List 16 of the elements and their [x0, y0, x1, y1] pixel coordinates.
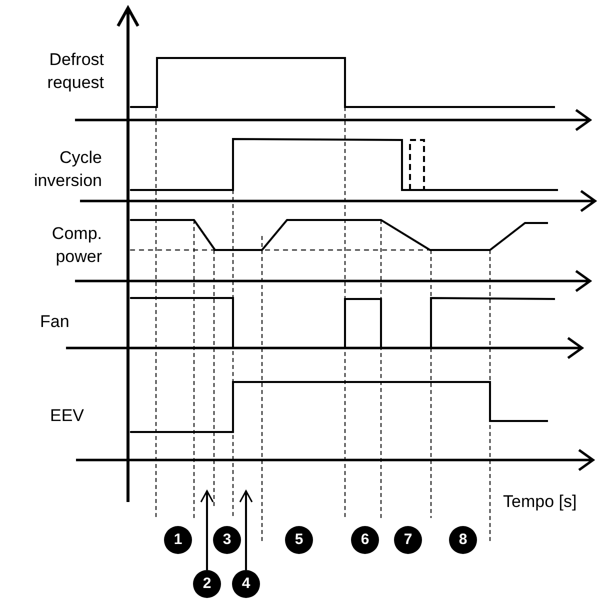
step-number: 1	[164, 526, 192, 554]
signal-label: EEV	[50, 405, 86, 427]
step-number: 2	[193, 570, 221, 598]
signal-label: Cycle inversion	[32, 147, 102, 192]
arrow	[200, 490, 214, 570]
step-number: 7	[394, 526, 422, 554]
step-number: 5	[285, 526, 313, 554]
step-number: 4	[232, 570, 260, 598]
step-number: 8	[449, 526, 477, 554]
signal-label: Fan	[40, 311, 70, 333]
signal-label: Comp. power	[50, 223, 102, 268]
arrow	[239, 490, 253, 570]
signal-label: Defrost request	[46, 49, 104, 94]
step-number: 6	[351, 526, 379, 554]
step-number: 3	[213, 526, 241, 554]
signal-label: Tempo [s]	[503, 491, 578, 513]
